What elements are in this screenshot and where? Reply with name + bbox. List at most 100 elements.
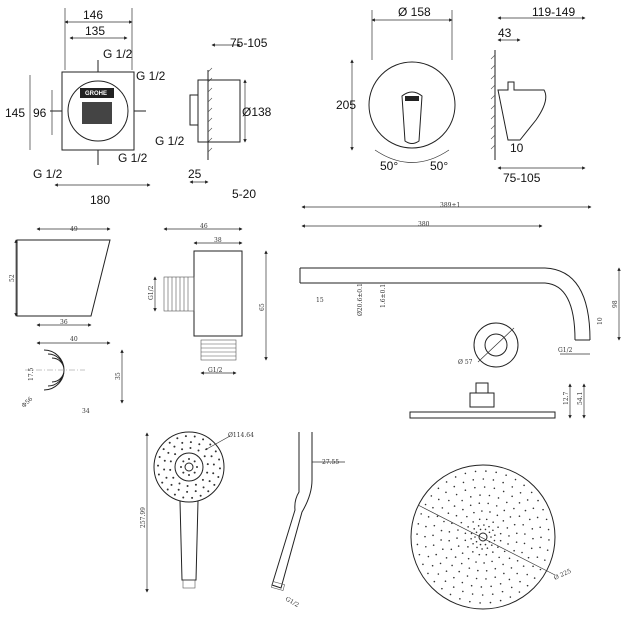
nozzle-dot: [472, 521, 474, 523]
nozzle-dot: [497, 497, 500, 499]
nozzle-dot: [182, 496, 185, 499]
nozzle-dot: [474, 470, 477, 473]
nozzle-dot: [431, 564, 434, 567]
nozzle-dot: [469, 504, 472, 507]
nozzle-dot: [530, 547, 533, 550]
dim-49: 49: [70, 226, 78, 233]
dim-10: 10: [510, 141, 524, 155]
nozzle-dot: [449, 593, 452, 596]
nozzle-dot: [177, 488, 180, 491]
nozzle-dot: [182, 471, 185, 474]
nozzle-dot: [163, 468, 166, 471]
nozzle-dot: [526, 584, 529, 587]
nozzle-dot: [499, 599, 502, 602]
nozzle-dot: [206, 471, 209, 474]
nozzle-dot: [515, 532, 518, 535]
dim-119-149: 119-149: [532, 5, 575, 19]
nozzle-dot: [513, 549, 515, 552]
nozzle-dot: [425, 545, 427, 548]
dim-g-half-side: G1/2: [148, 285, 155, 300]
nozzle-dot: [455, 493, 458, 496]
nozzle-dot: [178, 482, 181, 485]
nozzle-dot: [214, 450, 217, 453]
nozzle-dot: [453, 505, 456, 507]
nozzle-dot: [519, 580, 521, 583]
overhead-shower-top-view: Ø 225: [410, 464, 573, 610]
nozzle-dot: [436, 515, 439, 518]
dim-180: 180: [90, 193, 110, 207]
nozzle-dot: [167, 451, 170, 454]
nozzle-dot: [481, 594, 484, 596]
spray-nozzles: [157, 435, 221, 499]
nozzle-dot: [427, 572, 429, 575]
nozzle-dot: [546, 549, 549, 551]
nozzle-dot: [201, 478, 204, 481]
nozzle-dot: [521, 551, 523, 554]
nozzle-dot: [483, 524, 485, 526]
nozzle-dot: [487, 502, 489, 505]
nozzle-dot: [443, 520, 445, 523]
dim-g-half-arm: G1/2: [558, 347, 573, 354]
nozzle-dot: [490, 536, 492, 538]
nozzle-dot: [493, 487, 496, 490]
nozzle-dot: [533, 577, 536, 579]
nozzle-dot: [191, 496, 194, 499]
nozzle-dot: [519, 491, 522, 494]
dim-145: 145: [5, 106, 25, 120]
nozzle-dot: [479, 494, 481, 496]
nozzle-dot: [488, 525, 490, 528]
nozzle-dot: [189, 441, 192, 444]
nozzle-dot: [476, 546, 478, 549]
nozzle-dot: [466, 515, 468, 518]
nozzle-dot: [518, 515, 521, 517]
nozzle-dot: [511, 495, 513, 498]
nozzle-dot: [445, 557, 448, 559]
dim-angle-right: 50°: [430, 159, 448, 173]
nozzle-dot: [485, 518, 488, 521]
dim-135: 135: [85, 24, 105, 38]
nozzle-dot: [506, 527, 509, 529]
dim-205: 205: [336, 98, 356, 112]
nozzle-dot: [174, 453, 177, 456]
nozzle-dot: [197, 449, 200, 452]
dim-g-half-bottom: G 1/2: [118, 151, 148, 165]
nozzle-dot: [532, 507, 535, 510]
nozzle-dot: [477, 569, 479, 572]
dim-12-7: 12.7: [563, 391, 570, 405]
nozzle-dot: [539, 568, 542, 571]
nozzle-dot: [492, 521, 494, 523]
dim-146: 146: [83, 8, 103, 22]
nozzle-dot: [462, 481, 465, 484]
nozzle-dot: [532, 537, 534, 540]
nozzle-dot: [486, 547, 489, 549]
nozzle-dot: [523, 484, 525, 487]
nozzle-dot: [217, 476, 220, 479]
nozzle-dot: [502, 520, 505, 522]
nozzle-dot: [497, 546, 499, 548]
dim-d138: Ø138: [242, 105, 272, 119]
nozzle-dot: [523, 542, 526, 545]
nozzle-dot: [516, 572, 518, 575]
nozzle-dot: [492, 479, 495, 481]
nozzle-dot: [206, 463, 209, 466]
nozzle-dot: [445, 481, 448, 483]
nozzle-dot: [475, 540, 478, 543]
nozzle-dot: [199, 494, 202, 497]
nozzle-dot: [503, 509, 506, 512]
nozzle-dot: [427, 516, 430, 518]
grohe-logo: [80, 88, 114, 98]
nozzle-dot: [489, 601, 492, 604]
dim-34: 34: [82, 408, 90, 415]
nozzle-dot: [451, 564, 453, 567]
dim-98: 98: [612, 300, 619, 308]
nozzle-dot: [501, 590, 504, 593]
nozzle-dot: [448, 539, 451, 542]
nozzle-dot: [485, 578, 487, 580]
nozzle-dot: [416, 533, 418, 535]
nozzle-dot: [468, 567, 471, 569]
nozzle-dot: [444, 580, 447, 583]
nozzle-dot: [458, 570, 461, 573]
dim-1-6: 1.6±0.1: [380, 284, 387, 308]
nozzle-dot: [158, 455, 161, 458]
wall-flange: [473, 322, 519, 368]
